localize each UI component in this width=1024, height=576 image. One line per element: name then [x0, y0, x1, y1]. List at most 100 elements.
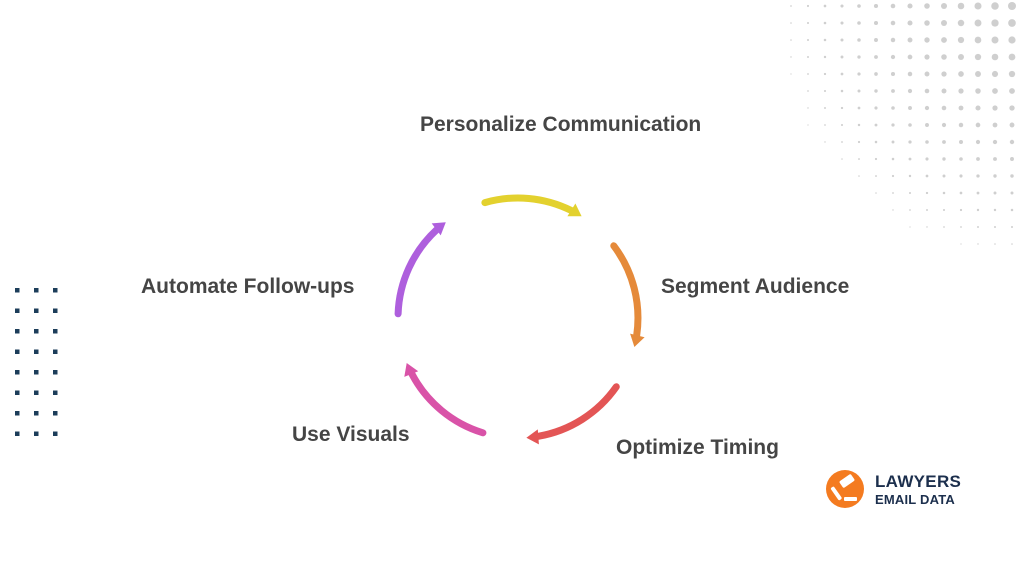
decor-dot	[823, 55, 827, 59]
decor-dot	[907, 88, 913, 94]
decor-dot	[857, 72, 861, 76]
decor-dot	[840, 123, 844, 127]
decor-dot	[34, 288, 39, 293]
decor-dot	[34, 431, 39, 436]
decor-dot	[840, 4, 844, 8]
decor-dot	[958, 122, 964, 128]
decor-dot	[976, 174, 980, 178]
decor-dot	[15, 349, 20, 354]
decor-dot	[1010, 157, 1014, 161]
decor-dot	[925, 140, 929, 144]
decor-dot	[958, 88, 964, 94]
step-label-followups: Automate Follow-ups	[141, 275, 355, 298]
decor-dot	[874, 38, 878, 42]
decor-dot	[1009, 88, 1015, 94]
decor-dot	[958, 54, 964, 60]
decor-dot	[790, 22, 792, 24]
decor-dot	[874, 157, 878, 161]
arc-followups	[394, 226, 441, 318]
decor-dot	[908, 140, 912, 144]
decor-dot	[823, 4, 827, 8]
arc-segment	[610, 242, 642, 339]
arrowhead-segment	[630, 333, 645, 347]
decor-dot	[790, 73, 792, 75]
decor-dot	[924, 71, 930, 77]
decor-dot	[993, 191, 997, 195]
decor-dot	[957, 2, 965, 10]
decor-dot	[1010, 174, 1014, 178]
decor-dot	[858, 158, 860, 160]
decor-dot	[823, 38, 827, 42]
decor-dot	[807, 107, 809, 109]
decor-dot	[890, 3, 896, 9]
decor-dot	[806, 4, 810, 8]
decor-dot	[790, 39, 792, 41]
brand-name-line1: LAWYERS	[875, 471, 962, 491]
decor-dot	[1011, 243, 1013, 245]
decor-dot	[15, 288, 20, 293]
decor-dot	[858, 175, 860, 177]
decor-dot	[924, 3, 930, 9]
decor-dot	[807, 56, 809, 58]
decor-dot	[975, 71, 981, 77]
decor-dot	[15, 431, 20, 436]
decor-dot	[34, 329, 39, 334]
decor-dot	[875, 192, 877, 194]
decor-dot	[991, 36, 999, 44]
decor-dot	[34, 308, 39, 313]
arc-visuals	[408, 370, 487, 437]
decor-dot	[908, 174, 912, 178]
decor-dot	[790, 56, 792, 58]
decor-dot	[857, 38, 861, 42]
decor-dot	[974, 2, 982, 10]
decor-dot	[960, 243, 962, 245]
decor-dot	[840, 38, 844, 42]
decor-dot	[941, 105, 947, 111]
decor-dot	[875, 175, 877, 177]
decor-dot	[925, 174, 929, 178]
decor-dot	[943, 226, 945, 228]
decor-dot	[857, 106, 861, 110]
decor-dot	[891, 157, 895, 161]
decor-dot	[941, 88, 947, 94]
decor-dot	[975, 105, 981, 111]
decor-dot	[53, 370, 58, 375]
arrowhead-timing	[526, 429, 539, 445]
decor-dot	[924, 105, 930, 111]
decor-dot	[874, 140, 878, 144]
decor-dot	[857, 89, 861, 93]
decor-dot	[53, 288, 58, 293]
decor-dot	[34, 370, 39, 375]
decor-dot	[975, 122, 981, 128]
decor-dot	[15, 390, 20, 395]
decor-dot	[907, 71, 913, 77]
decor-dot	[976, 157, 980, 161]
decor-dot	[924, 54, 930, 60]
decor-dot	[993, 208, 997, 212]
decor-dot	[992, 105, 998, 111]
decor-dot	[991, 53, 999, 61]
decor-dot	[994, 243, 996, 245]
decor-dot	[925, 157, 929, 161]
decor-dot	[941, 20, 947, 26]
decor-dot	[941, 37, 947, 43]
decor-dot	[891, 106, 895, 110]
decor-dot	[991, 2, 999, 10]
decor-dot	[857, 21, 861, 25]
decor-dot	[924, 20, 930, 26]
decor-dot	[824, 141, 826, 143]
arc-timing	[534, 383, 620, 440]
arrowhead-personalize	[567, 203, 582, 217]
decor-dot	[807, 73, 809, 75]
decor-dot	[942, 140, 946, 144]
decor-dot	[53, 329, 58, 334]
decor-dot	[891, 89, 895, 93]
decor-dot	[1010, 208, 1014, 212]
step-label-personalize: Personalize Communication	[420, 113, 702, 136]
decor-dot	[53, 349, 58, 354]
decor-dot	[908, 123, 912, 127]
